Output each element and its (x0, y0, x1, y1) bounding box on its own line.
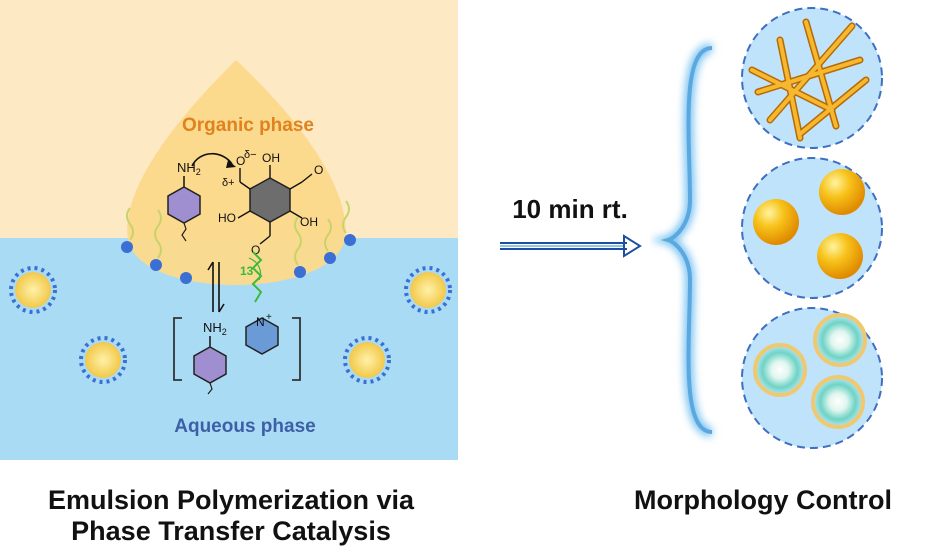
morphology-fibers (741, 7, 883, 149)
reaction-condition-label: 10 min rt. (512, 194, 628, 224)
reaction-arrow: 10 min rt. (500, 194, 642, 258)
micelle (9, 266, 57, 314)
aniline-organic: NH2 (167, 160, 201, 242)
right-caption-line: Morphology Control (634, 485, 892, 515)
amine-label: NH2 (203, 320, 227, 337)
delta-minus-label: δ− (244, 149, 257, 161)
aqueous-phase-label: Aqueous phase (174, 416, 315, 437)
nucleophilic-attack-arrow (191, 152, 233, 167)
micelle (79, 336, 127, 384)
morphology-hollow-spheres (741, 307, 883, 449)
equilibrium-arrows (207, 261, 225, 313)
right-bracket (292, 317, 301, 381)
left-bracket (173, 317, 182, 381)
trialdehyde-molecule: OH O OH O HO O δ− δ+ (218, 149, 323, 257)
amine-label: NH2 (177, 160, 201, 177)
pyridinium-n: N (256, 315, 265, 329)
surfactant-tails (126, 200, 350, 266)
left-caption: Emulsion Polymerization via Phase Transf… (6, 485, 456, 547)
pyridinium-surfactant: 13 N + (240, 251, 279, 355)
alkyl-chain (251, 251, 263, 303)
oh-left: HO (218, 211, 236, 225)
organic-phase-label: Organic phase (182, 115, 314, 136)
pyridinium-charge: + (266, 312, 272, 323)
micelle (343, 336, 391, 384)
right-caption: Morphology Control (600, 485, 926, 516)
chain-count: 13 (240, 264, 254, 278)
aniline-aqueous: NH2 (193, 320, 227, 395)
left-caption-line-1: Emulsion Polymerization via (47, 485, 415, 515)
organic-droplet (127, 60, 346, 285)
morphology-spheres (741, 157, 883, 299)
aldehyde-o-right: O (314, 163, 323, 177)
oh-top: OH (262, 151, 280, 165)
aldehyde-o-top: O (236, 154, 245, 168)
oh-right: OH (300, 215, 318, 229)
interface-surfactants (121, 234, 356, 284)
micelle (404, 266, 452, 314)
pyridine-ring (245, 317, 279, 355)
morphology-brace (649, 43, 713, 437)
aldehyde-o-bottom: O (251, 243, 260, 257)
delta-plus-label: δ+ (222, 177, 235, 189)
phase-panel: Organic phase Aqueous phase NH2 OH O OH (0, 0, 458, 460)
left-caption-line-2: Phase Transfer Catalysis (71, 516, 391, 546)
